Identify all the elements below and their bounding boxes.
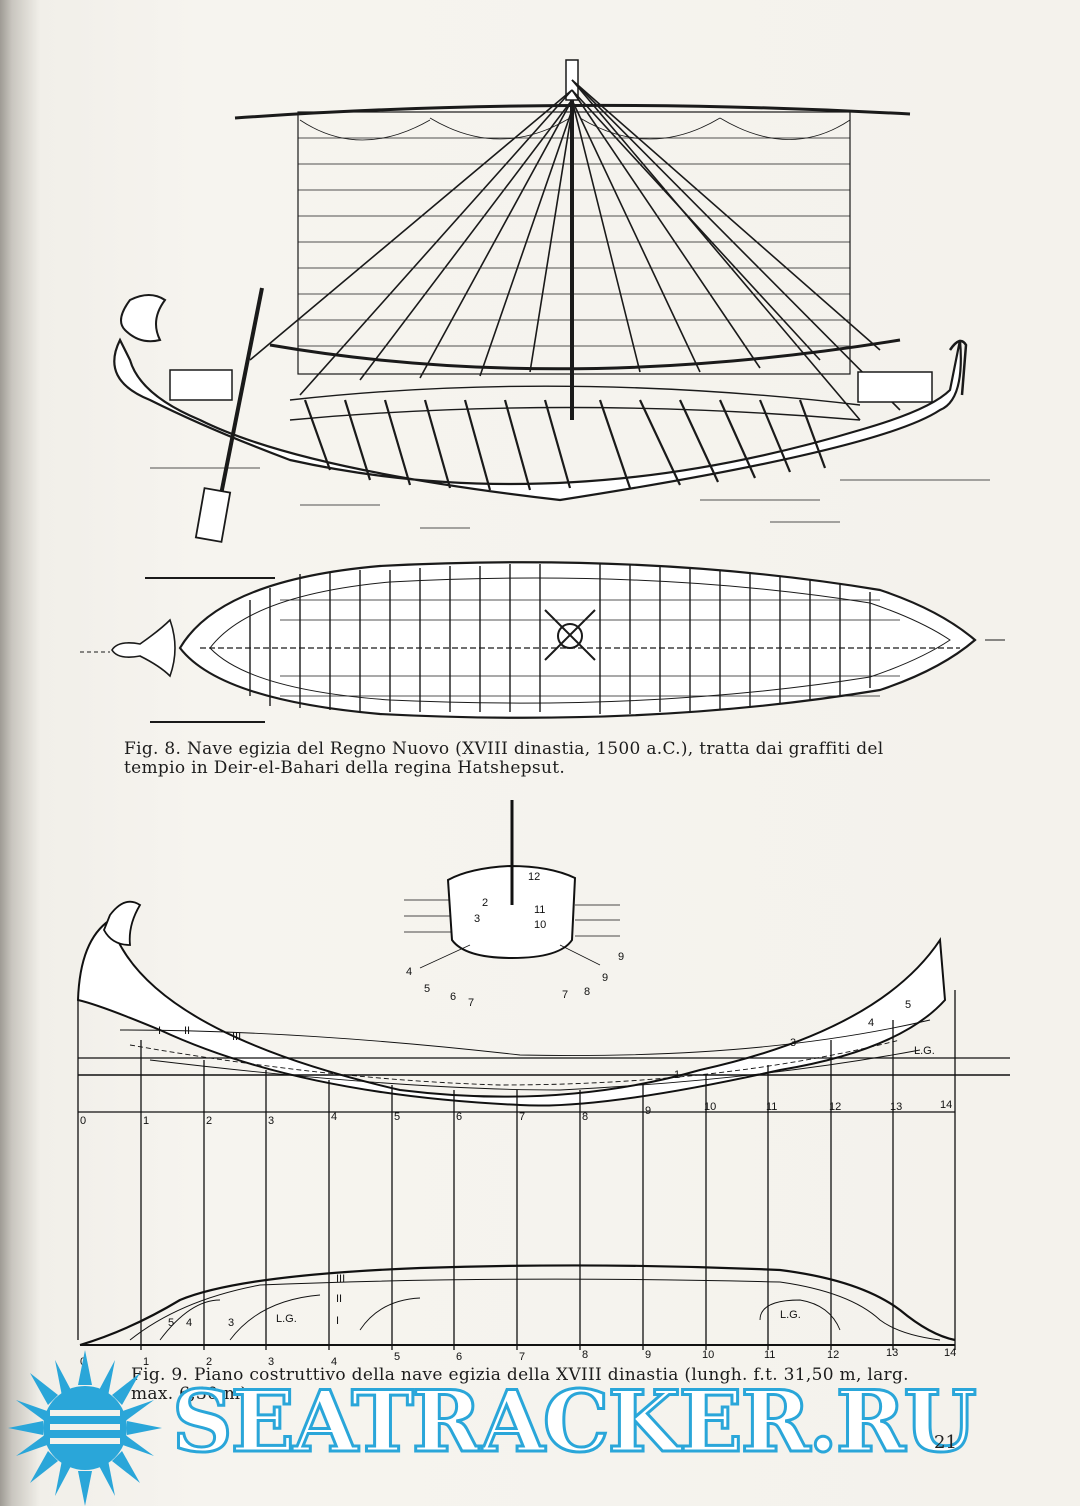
station-number: 4 [331,1111,337,1123]
station-number: 13 [886,1347,898,1359]
station-number: 11 [764,1349,775,1361]
section-number: 3 [474,913,480,925]
station-number: 5 [394,1351,400,1363]
station-number: 14 [944,1347,956,1359]
section-number: 12 [528,871,540,883]
station-number: 4 [331,1356,337,1368]
section-number: 9 [618,951,624,963]
station-number: 13 [890,1101,902,1113]
section-number: 6 [450,991,456,1003]
station-number: 8 [582,1111,588,1123]
fig8-caption: Fig. 8. Nave egizia del Regno Nuovo (XVI… [124,739,884,778]
profile-label: 1 [674,1069,680,1081]
plan-label: 3 [228,1317,234,1329]
station-number: 2 [206,1356,212,1368]
profile-label: III [232,1031,241,1043]
station-number: 1 [143,1356,149,1368]
page-number: 21 [934,1432,957,1453]
section-number: 7 [468,997,474,1009]
station-number: 2 [206,1115,212,1127]
profile-label: II [184,1025,190,1037]
plan-label: III [336,1273,345,1285]
section-number: 7 [562,989,568,1001]
plan-label: L.G. [276,1313,297,1325]
profile-label: 3 [790,1037,796,1049]
station-number: 10 [702,1349,714,1361]
station-number: 5 [394,1111,400,1123]
fig9-waterline-plan [79,1264,956,1347]
station-number: 7 [519,1111,525,1123]
profile-label: 5 [905,999,911,1011]
station-number: 9 [645,1349,651,1361]
fig9-cross-section [446,864,577,960]
watermark-text: SEATRACKER.RU [171,1371,979,1473]
station-number: 6 [456,1351,462,1363]
station-number: 12 [829,1101,841,1113]
section-number: 8 [584,986,590,998]
station-number: 1 [143,1115,149,1127]
profile-label: I [158,1025,161,1037]
section-number: 10 [534,919,546,931]
profile-label: L.G. [914,1045,935,1057]
plan-label: 5 [168,1317,174,1329]
station-number: 7 [519,1351,525,1363]
station-number: 9 [645,1105,651,1117]
section-number: 9 [602,972,608,984]
station-number: 6 [456,1111,462,1123]
station-number: 3 [268,1115,274,1127]
plan-label: L.G. [780,1309,801,1321]
station-number: 0 [80,1115,86,1127]
plan-label: II [336,1293,342,1305]
station-number: 3 [268,1356,274,1368]
station-number: 14 [940,1099,952,1111]
plan-label: 4 [186,1317,192,1329]
section-number: 4 [406,966,412,978]
fig9-caption: Fig. 9. Piano costruttivo della nave egi… [131,1365,909,1404]
station-number: 10 [704,1101,716,1113]
section-number: 11 [534,904,545,916]
profile-label: 4 [868,1017,874,1029]
fig9-hull-profile [76,918,947,1107]
station-number: 11 [766,1101,777,1113]
fig8-ship-side-view [113,59,990,543]
station-number: 8 [582,1349,588,1361]
fig9-construction-plan: 12 2 3 11 10 9 4 5 6 7 7 8 9 I II III 1 … [76,800,1010,1368]
sun-logo-icon [8,1350,162,1506]
plan-label: I [336,1315,339,1327]
section-number: 2 [482,897,488,909]
section-number: 5 [424,983,430,995]
station-number: 12 [827,1349,839,1361]
fig8-ship-plan-view [80,561,1005,723]
